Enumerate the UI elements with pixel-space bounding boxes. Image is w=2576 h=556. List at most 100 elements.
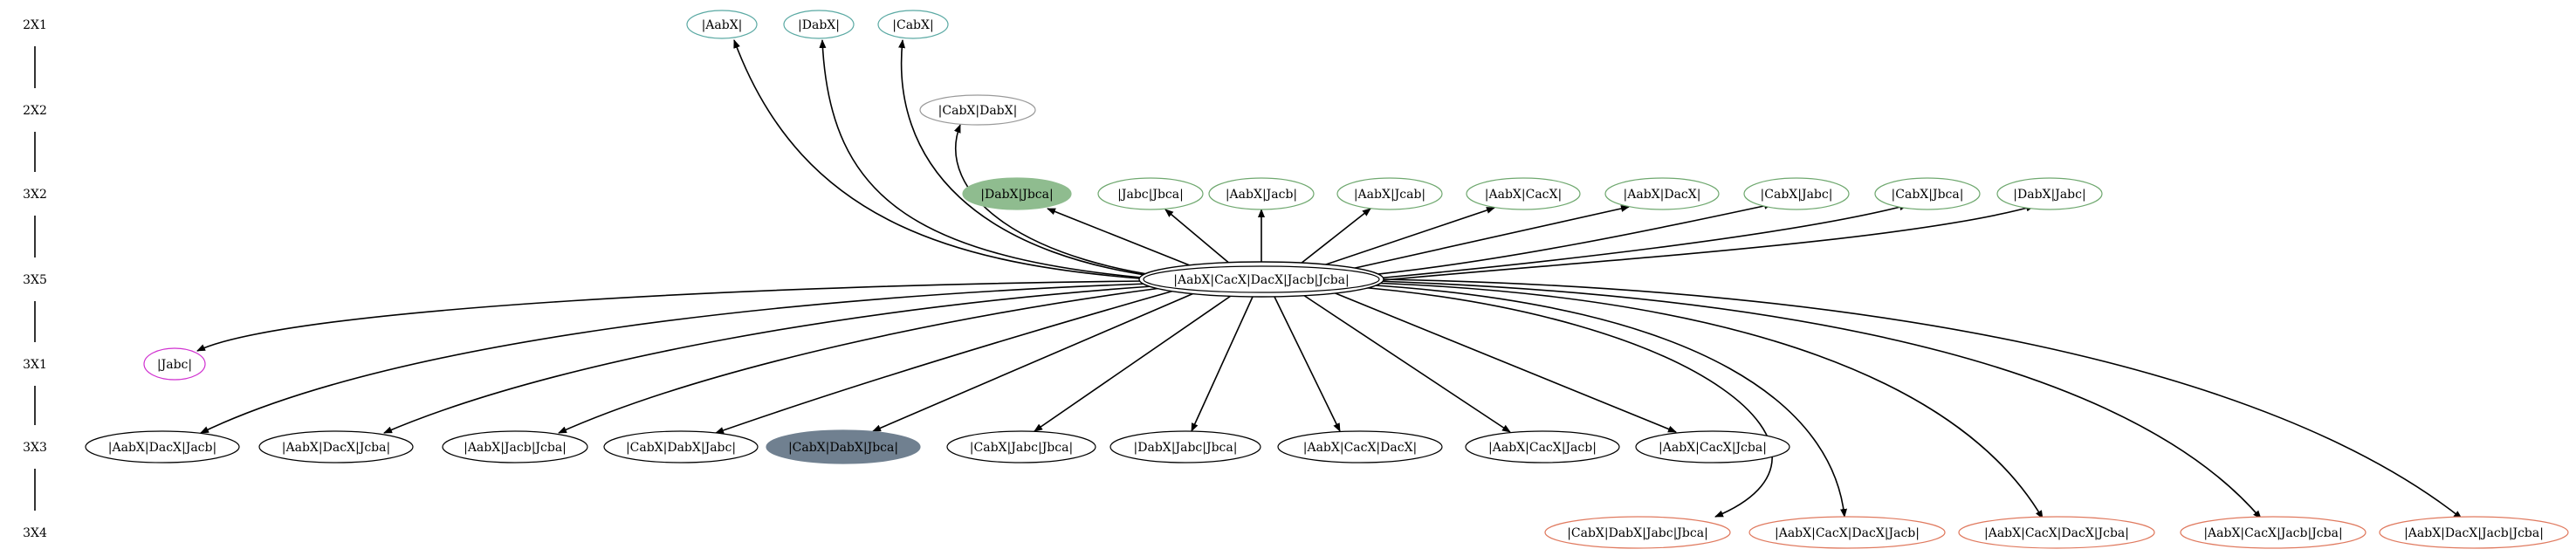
node-aabxjacb[interactable]: |AabX|Jacb| xyxy=(1208,177,1315,210)
node-aabxcacxjacb[interactable]: |AabX|CacX|Jacb| xyxy=(1465,430,1620,463)
node-layer: |AabX|CacX|DacX|Jacb|Jcba| |AabX| |DabX| |C… xyxy=(85,10,2569,549)
node-cabxjabcjbca[interactable]: |CabX|Jabc|Jbca| xyxy=(946,430,1096,463)
node-label: |AabX|DacX|Jcba| xyxy=(282,441,390,455)
node-label: |AabX|DacX| xyxy=(1624,188,1701,202)
node-label: |AabX|CacX|DacX|Jacb|Jcba| xyxy=(1173,273,1349,287)
node-cabxjabc[interactable]: |CabX|Jabc| xyxy=(1743,177,1850,210)
node-aabxcacxdacx[interactable]: |AabX|CacX|DacX| xyxy=(1277,430,1443,463)
node-shape xyxy=(766,429,921,464)
node-cabxdabxjbca[interactable]: |CabX|DabX|Jbca| xyxy=(766,429,921,464)
node-shape xyxy=(2379,516,2569,549)
node-shape xyxy=(1208,177,1315,210)
node-jabcjbca[interactable]: |Jabc|Jbca| xyxy=(1097,177,1204,210)
edge-layer xyxy=(196,39,2463,519)
node-aabxcacxdacxjcba[interactable]: |AabX|CacX|DacX|Jcba| xyxy=(1958,516,2155,549)
node-shape xyxy=(1996,177,2103,210)
edge-aabxcacxdacxjcba xyxy=(1370,282,2044,519)
node-aabxdacxjcba[interactable]: |AabX|DacX|Jcba| xyxy=(258,430,414,463)
node-label: |AabX|DacX|Jacb|Jcba| xyxy=(2404,526,2544,540)
node-center[interactable]: |AabX|CacX|DacX|Jacb|Jcba| xyxy=(1138,261,1384,298)
node-shape xyxy=(442,430,588,463)
node-aabx[interactable]: |AabX| xyxy=(686,10,758,39)
node-cabxdabxjabcjbca[interactable]: |CabX|DabX|Jabc|Jbca| xyxy=(1544,516,1731,549)
node-label: |CabX|Jbca| xyxy=(1892,188,1964,202)
node-aabxcacx[interactable]: |AabX|CacX| xyxy=(1466,177,1581,210)
node-shape xyxy=(877,10,949,39)
edge-cabxjabc xyxy=(1361,202,1773,277)
edge-cabxdabxjabcjbca xyxy=(1348,285,1773,518)
node-dabx[interactable]: |DabX| xyxy=(783,10,855,39)
node-cabx[interactable]: |CabX| xyxy=(877,10,949,39)
edge-cabxdabxjbca xyxy=(872,292,1197,432)
edge-aabxcacxjcba xyxy=(1326,289,1677,433)
edge-cabxdabx xyxy=(954,124,1206,282)
node-shape xyxy=(686,10,758,39)
rank-label-3x5: 3X5 xyxy=(23,273,47,287)
node-shape xyxy=(143,347,206,381)
node-cabxdabx[interactable]: |CabX|DabX| xyxy=(919,94,1036,126)
node-label: |AabX|Jacb|Jcba| xyxy=(464,441,567,455)
node-label: |Jabc|Jbca| xyxy=(1117,188,1184,202)
edge-aabx xyxy=(733,39,1175,282)
node-label: |AabX|Jacb| xyxy=(1226,188,1297,202)
node-shape xyxy=(946,430,1096,463)
edge-jabcjbca xyxy=(1164,209,1232,265)
edge-aabxdacx xyxy=(1335,205,1630,273)
node-dabxjbca[interactable]: |DabX|Jbca| xyxy=(962,177,1072,210)
node-aabxjcab[interactable]: |AabX|Jcab| xyxy=(1336,177,1443,210)
node-label: |DabX| xyxy=(798,18,840,32)
node-aabxcacxjacbjcba[interactable]: |AabX|CacX|Jacb|Jcba| xyxy=(2180,516,2366,549)
edge-aabxdacxjacb xyxy=(200,283,1149,434)
node-label: |AabX|CacX|Jacb|Jcba| xyxy=(2203,526,2342,540)
node-jabc[interactable]: |Jabc| xyxy=(143,347,206,381)
node-label: |AabX|CacX|DacX|Jacb| xyxy=(1775,526,1920,540)
edge-dabxjabc xyxy=(1374,204,2035,282)
edge-dabx xyxy=(819,39,1184,282)
node-shape xyxy=(1874,177,1981,210)
node-dabxjabcjbca[interactable]: |DabX|Jabc|Jbca| xyxy=(1109,430,1261,463)
node-aabxdacx[interactable]: |AabX|DacX| xyxy=(1604,177,1720,210)
node-label: |Jabc| xyxy=(157,358,192,372)
node-label: |AabX|CacX|Jcba| xyxy=(1659,441,1767,455)
node-shape xyxy=(85,430,240,463)
node-label: |AabX|CacX|DacX| xyxy=(1303,441,1418,455)
edge-dabxjabcjbca xyxy=(1191,296,1254,432)
node-aabxcacxdacxjacb[interactable]: |AabX|CacX|DacX|Jacb| xyxy=(1748,516,1946,549)
node-aabxdacxjacb[interactable]: |AabX|DacX|Jacb| xyxy=(85,430,240,463)
node-shape xyxy=(919,94,1036,126)
node-cabxdabxjabc[interactable]: |CabX|DabX|Jabc| xyxy=(603,430,759,463)
node-aabxcacxjcba[interactable]: |AabX|CacX|Jcba| xyxy=(1635,430,1790,463)
edge-aabxcacx xyxy=(1317,207,1495,268)
node-shape xyxy=(1604,177,1720,210)
edge-aabxcacxdacx xyxy=(1274,296,1341,432)
node-label: |DabX|Jabc| xyxy=(2013,188,2085,202)
node-cabxjbca[interactable]: |CabX|Jbca| xyxy=(1874,177,1981,210)
edge-cabxdabxjabc xyxy=(715,290,1175,434)
node-aabxjacbjcba[interactable]: |AabX|Jacb|Jcba| xyxy=(442,430,588,463)
node-shape xyxy=(258,430,414,463)
node-shape xyxy=(1958,516,2155,549)
rank-label-2x1: 2X1 xyxy=(23,18,47,32)
node-shape xyxy=(1277,430,1443,463)
node-label: |AabX|DacX|Jacb| xyxy=(108,441,216,455)
node-label: |CabX| xyxy=(892,18,933,32)
node-label: |AabX|Jcab| xyxy=(1354,188,1425,202)
edge-aabxjacbjcba xyxy=(558,287,1162,434)
node-dabxjabc[interactable]: |DabX|Jabc| xyxy=(1996,177,2103,210)
node-label: |CabX|DabX|Jbca| xyxy=(788,441,898,455)
node-shape xyxy=(1544,516,1731,549)
node-shape xyxy=(2180,516,2366,549)
edge-cabxjabcjbca xyxy=(1034,295,1232,432)
node-shape xyxy=(783,10,855,39)
node-aabxdacxjacbjcba[interactable]: |AabX|DacX|Jacb|Jcba| xyxy=(2379,516,2569,549)
node-shape xyxy=(1465,430,1620,463)
node-shape xyxy=(1743,177,1850,210)
node-shape xyxy=(1466,177,1581,210)
rank-label-3x3: 3X3 xyxy=(23,441,47,455)
edge-aabxdacxjacbjcba xyxy=(1378,278,2463,519)
rank-label-3x2: 3X2 xyxy=(23,188,47,202)
edge-aabxcacxjacb xyxy=(1300,292,1511,433)
node-label: |DabX|Jbca| xyxy=(980,188,1053,202)
